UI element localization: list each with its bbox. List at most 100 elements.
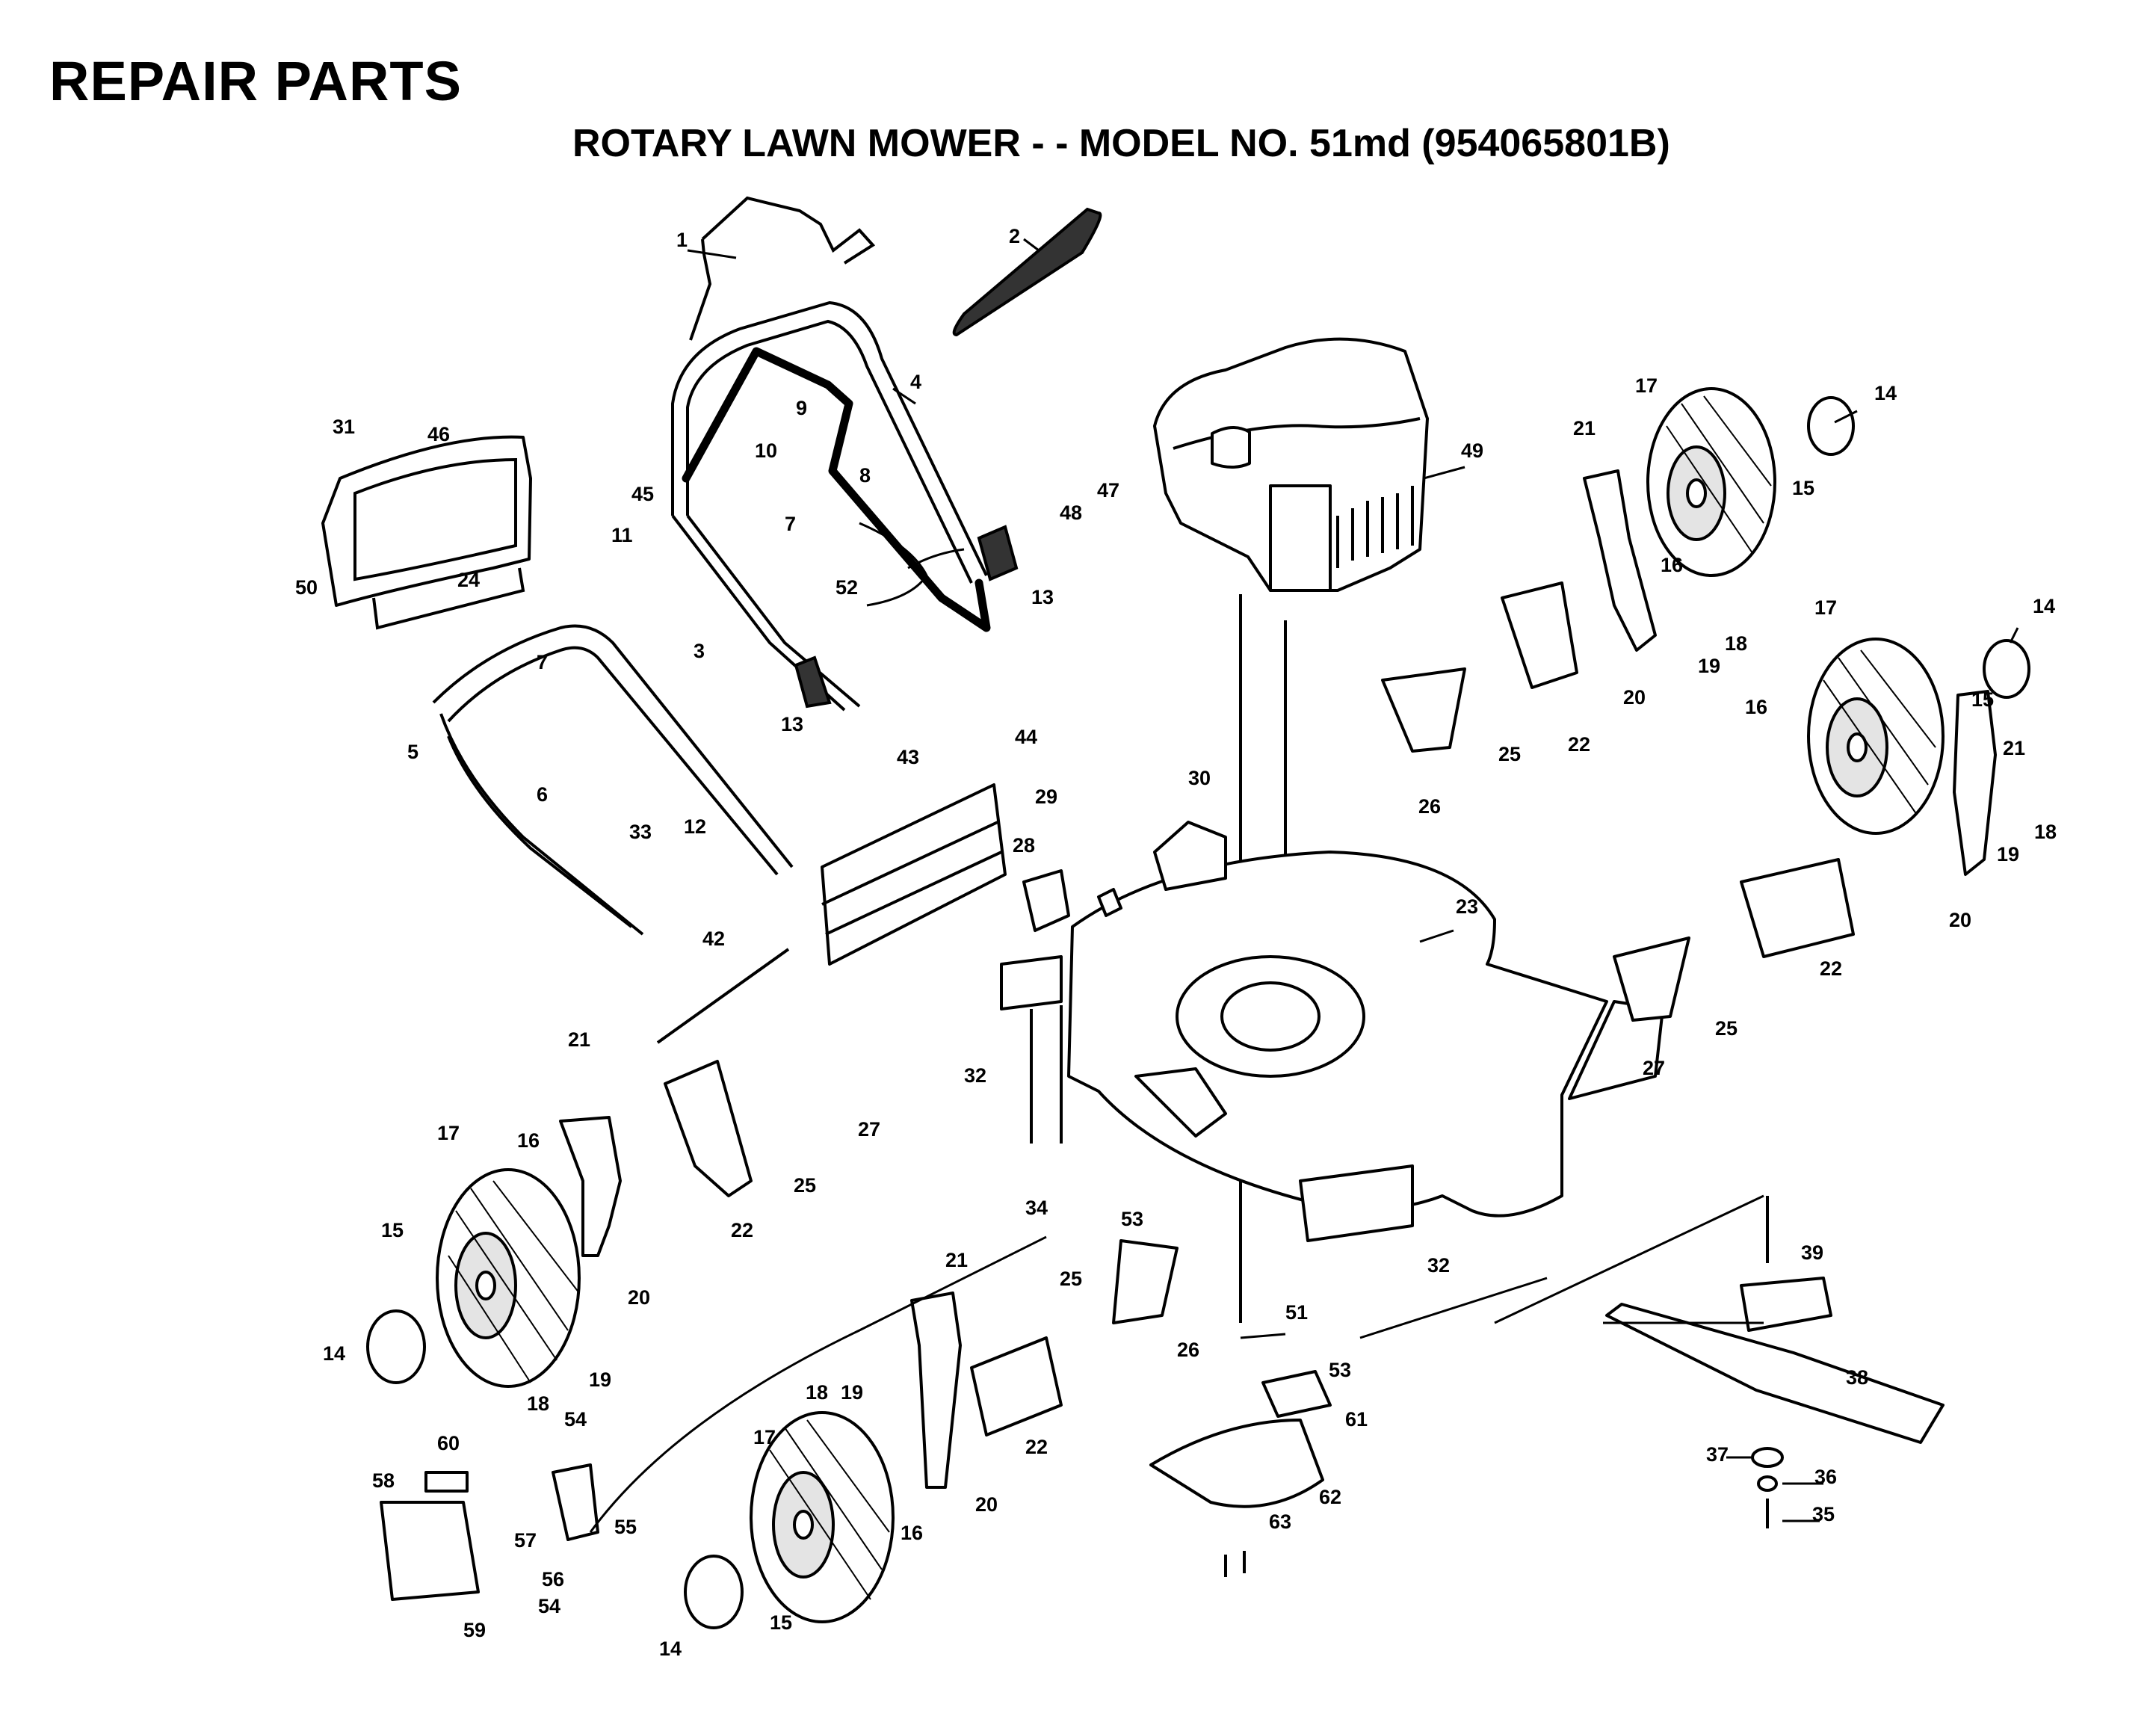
callout-9: 9 [796,397,807,419]
leader-lines [687,238,2019,1522]
wheel-assembly-front-right [684,1239,1179,1629]
callout-21-front-right: 21 [945,1249,968,1271]
callout-46: 46 [427,423,450,445]
callout-20-rear-top: 20 [1623,686,1646,709]
mower-deck-part [1067,851,1664,1242]
callout-50: 50 [295,576,318,599]
callout-22-rear-top: 22 [1568,733,1590,756]
callout-15-rear-top: 15 [1792,477,1814,499]
callout-8: 8 [859,464,871,487]
callout-32-right: 32 [1427,1254,1450,1277]
callout-48: 48 [1060,502,1082,524]
foam-grip-part [952,207,1102,337]
side-chute-parts [1149,1370,1332,1577]
wheel-assembly-rear-bottom [1613,638,2030,1022]
callout-61: 61 [1345,1408,1368,1431]
callout-21-rear-top: 21 [1573,417,1596,439]
callout-25-front-right: 25 [1060,1268,1082,1290]
callout-57: 57 [514,1529,537,1552]
callout-32-left: 32 [964,1064,986,1087]
callout-4: 4 [910,371,921,393]
callout-36: 36 [1814,1466,1837,1488]
callout-58: 58 [372,1469,395,1492]
callout-39: 39 [1801,1241,1823,1264]
callout-30: 30 [1188,767,1211,789]
callout-17-front-right: 17 [753,1426,776,1448]
callout-13-left: 13 [781,713,803,735]
callout-13-top: 13 [1031,586,1054,608]
wheel-assembly-front-left [366,1060,753,1388]
callout-33: 33 [629,821,652,843]
callout-59: 59 [463,1619,486,1641]
callout-labels: 1 2 3 4 5 6 7 7 8 9 10 11 12 13 13 14 14… [295,225,2057,1660]
lower-handle-part [432,624,794,936]
callout-18-rear-bottom: 18 [2034,821,2057,843]
callout-22-front-left: 22 [731,1219,753,1241]
engine-part [1153,337,1429,1323]
callout-47: 47 [1097,479,1119,502]
callout-27-front: 27 [858,1118,880,1141]
upper-handle-part [682,196,991,632]
callout-15-front-right: 15 [770,1611,792,1634]
callout-1: 1 [676,229,688,251]
callout-52: 52 [835,576,858,599]
callout-16-front-left: 16 [517,1129,540,1152]
callout-18-front-right: 18 [806,1381,828,1404]
callout-14-rear-top: 14 [1874,382,1897,404]
rear-axle-rod [656,948,790,1044]
wheel-assembly-rear-top [1381,387,1855,753]
callout-14-rear-bottom: 14 [2033,595,2055,617]
height-adjuster-parts [380,1235,1047,1601]
callout-19-rear-bottom: 19 [1997,843,2019,865]
callout-31: 31 [333,416,355,438]
callout-5: 5 [407,741,418,763]
model-subtitle: ROTARY LAWN MOWER - - MODEL NO. 51md (95… [572,122,1670,165]
callout-7-lower: 7 [537,651,548,673]
callout-11: 11 [611,524,633,546]
callout-49: 49 [1461,439,1483,462]
callout-12: 12 [684,815,706,838]
callout-14-front-left: 14 [323,1342,345,1365]
control-lever-parts [794,522,1019,709]
callout-20-rear-bottom: 20 [1949,909,1971,931]
rear-deflector-part [821,783,1007,966]
callout-35: 35 [1812,1503,1835,1525]
blade-assembly [1605,1196,1945,1528]
callout-16-rear-bottom: 16 [1745,696,1767,718]
callout-25-rear-bottom: 25 [1715,1017,1738,1040]
callout-7-handle: 7 [785,513,796,535]
callout-17-rear-top: 17 [1635,374,1658,397]
callout-54-bottom: 54 [538,1595,560,1617]
callout-38: 38 [1846,1366,1868,1389]
callout-63: 63 [1269,1510,1291,1533]
callout-16-rear-top: 16 [1661,554,1683,576]
callout-44: 44 [1015,726,1037,748]
callout-26-front: 26 [1177,1339,1199,1361]
handle-frame-part [671,300,988,712]
page-title: REPAIR PARTS [49,50,462,112]
callout-21-front-left: 21 [568,1028,590,1051]
callout-62: 62 [1319,1486,1341,1508]
callout-3: 3 [694,640,705,662]
callout-43: 43 [897,746,919,768]
callout-55: 55 [614,1516,637,1538]
callout-19-front-left: 19 [589,1368,611,1391]
callout-15-front-left: 15 [381,1219,404,1241]
callout-60: 60 [437,1432,460,1454]
callout-56: 56 [542,1568,564,1590]
callout-16-front-right: 16 [901,1522,923,1544]
callout-17-rear-bottom: 17 [1814,596,1837,619]
callout-53-right: 53 [1329,1359,1351,1381]
callout-25-front-left: 25 [794,1174,816,1197]
callout-19-rear-top: 19 [1698,655,1720,677]
callout-6: 6 [537,783,548,806]
callout-54-top: 54 [564,1408,587,1431]
callout-10: 10 [755,439,777,462]
callout-25-rear-top: 25 [1498,743,1521,765]
callout-20-front-right: 20 [975,1493,998,1516]
callout-42: 42 [702,928,725,950]
callout-22-rear-bottom: 22 [1820,957,1842,980]
grass-catcher-frame-part [321,435,532,630]
cooling-fins [1336,486,1414,568]
